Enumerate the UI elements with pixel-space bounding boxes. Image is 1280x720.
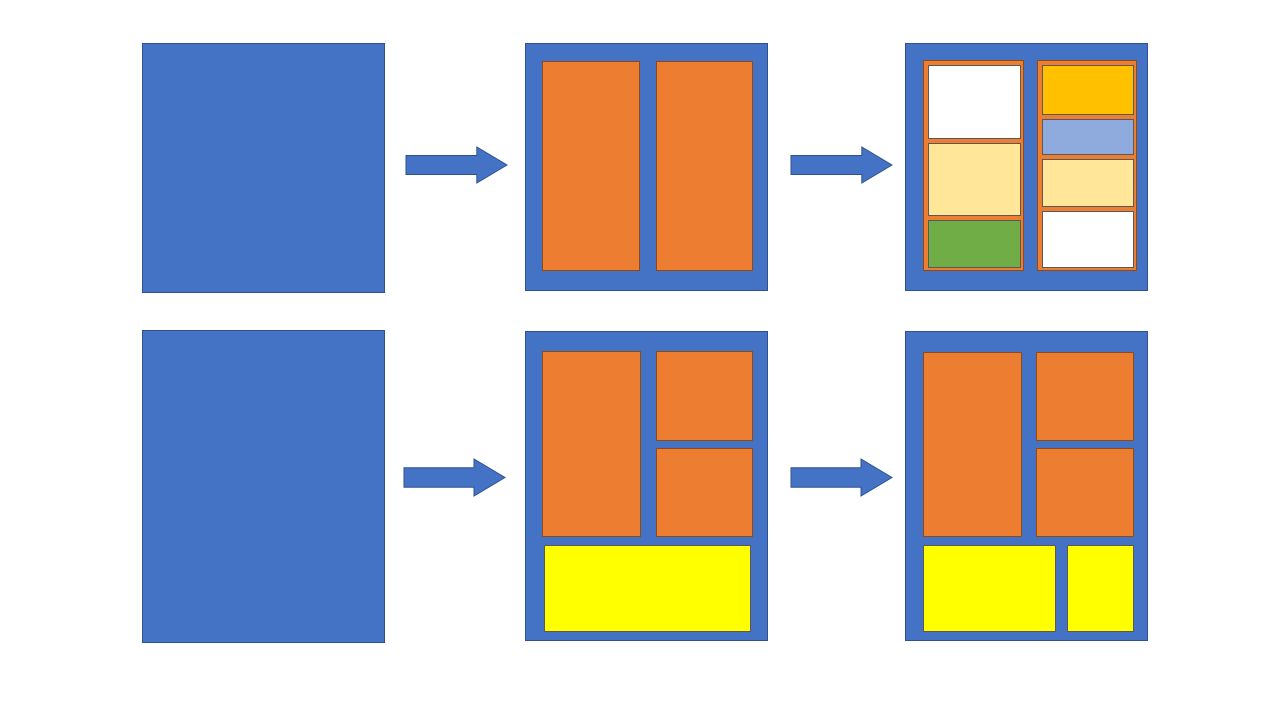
orange-rect-left — [542, 61, 640, 271]
orange-rect-large — [923, 352, 1022, 537]
cell-cream — [1042, 159, 1134, 207]
blue-square-split2-row1 — [525, 43, 768, 291]
cell-white — [928, 65, 1021, 139]
arrow-right-icon — [403, 458, 506, 497]
yellow-bar-narrow — [1067, 545, 1134, 632]
yellow-bar — [544, 545, 751, 632]
cell-gold — [1042, 65, 1134, 115]
cell-lightblue — [1042, 119, 1134, 155]
blue-rect-start-row2 — [142, 330, 385, 643]
orange-rect-large — [542, 351, 641, 537]
blue-square-subdivided-row1 — [905, 43, 1148, 291]
blue-square-start-row1 — [142, 43, 385, 293]
orange-rect-bottom-right — [656, 448, 753, 537]
orange-rect-top-right — [656, 351, 753, 441]
arrow-right-icon — [790, 458, 893, 497]
arrow-right-icon — [405, 146, 508, 184]
blue-rect-final-row2 — [905, 331, 1148, 641]
orange-rect-right — [656, 61, 753, 271]
cell-green — [928, 220, 1021, 268]
orange-rect-bottom-right — [1036, 448, 1134, 537]
orange-frame-left — [923, 60, 1024, 271]
blue-rect-split-row2 — [525, 331, 768, 641]
arrow-right-icon — [790, 146, 893, 184]
orange-rect-top-right — [1036, 352, 1134, 441]
cell-cream — [928, 143, 1021, 216]
yellow-bar-wide — [923, 545, 1056, 632]
cell-white — [1042, 211, 1134, 268]
orange-frame-right — [1037, 60, 1137, 271]
